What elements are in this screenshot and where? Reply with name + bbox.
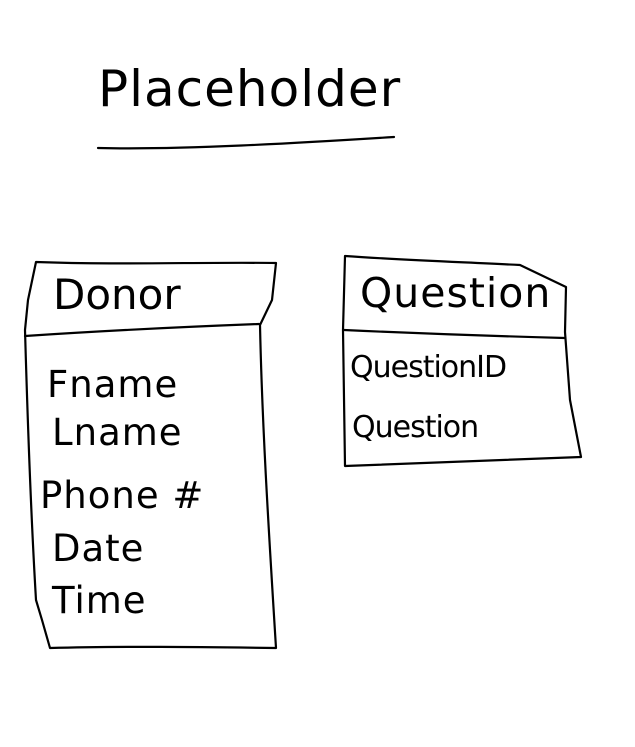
question-entity-name: Question (360, 269, 552, 317)
diagram-title: Placeholder (98, 60, 402, 118)
title-underline (96, 135, 396, 150)
question-entity-box (341, 254, 583, 468)
donor-attribute-date: Date (52, 527, 145, 570)
donor-attribute-time: Time (52, 579, 147, 622)
question-attribute-question: Question (352, 410, 479, 445)
donor-attribute-lname: Lname (52, 411, 183, 454)
donor-entity-name: Donor (53, 270, 181, 319)
donor-entity-box (23, 260, 278, 650)
donor-attribute-phone: Phone # (40, 474, 205, 517)
donor-header-divider (23, 322, 261, 338)
donor-attribute-fname: Fname (47, 363, 179, 406)
question-header-divider (342, 328, 567, 340)
question-attribute-questionid: QuestionID (350, 350, 507, 385)
